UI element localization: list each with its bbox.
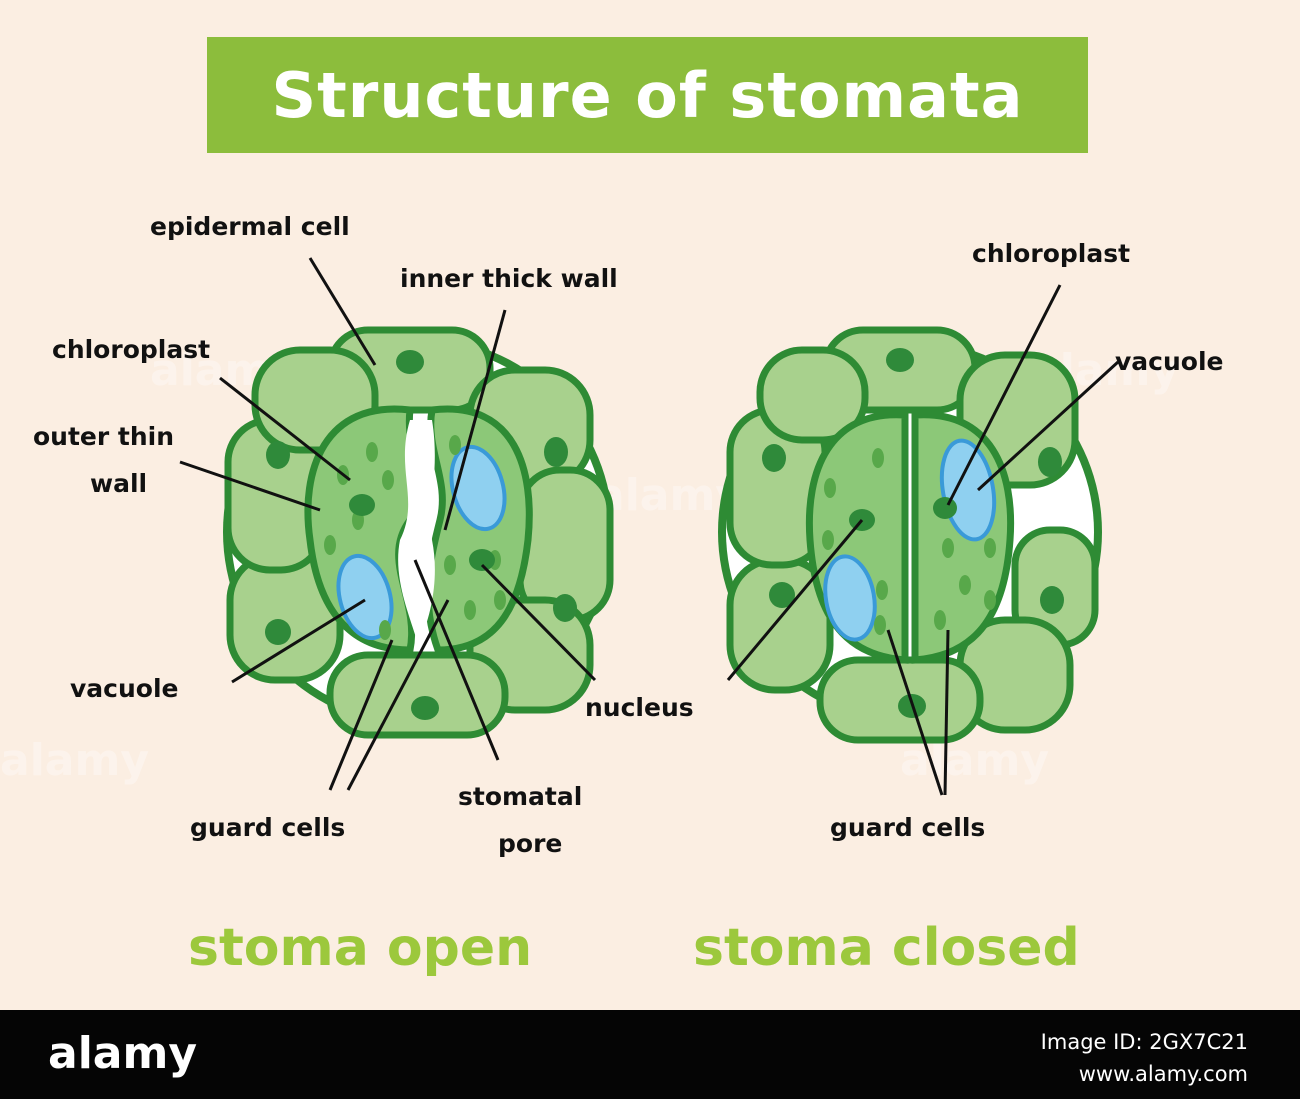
vacuole: [939, 438, 997, 542]
leader-line: [726, 519, 864, 681]
caption-stoma-closed: stoma closed: [693, 918, 1080, 978]
leader-line: [976, 360, 1120, 492]
chloroplast: [876, 580, 888, 600]
caption-stoma-open: stoma open: [188, 918, 532, 978]
nucleus: [762, 444, 786, 472]
vacuole: [336, 553, 394, 641]
chloroplast: [822, 530, 834, 550]
leader-line: [346, 599, 450, 791]
leader-line: [946, 284, 1062, 506]
nucleus: [769, 582, 795, 608]
nucleus: [266, 441, 290, 469]
leader-line: [480, 563, 597, 682]
leader-line: [179, 460, 321, 512]
nucleus: [396, 350, 424, 374]
chloroplast: [959, 575, 971, 595]
label-nucleus: nucleus: [585, 693, 694, 722]
chloroplast: [379, 620, 391, 640]
label-chloroplast: chloroplast: [52, 335, 210, 364]
chloroplast: [872, 448, 884, 468]
nucleus: [265, 619, 291, 645]
label-guard-cells: guard cells: [830, 813, 985, 842]
chloroplast: [366, 442, 378, 462]
leader-lines: [179, 257, 1120, 796]
label-vacuole: vacuole: [1115, 347, 1223, 376]
leader-line: [328, 639, 394, 791]
closed-stoma-labels: chloroplast vacuole guard cells: [830, 239, 1223, 842]
leader-line: [443, 309, 507, 531]
chloroplast: [464, 600, 476, 620]
chloroplast: [324, 535, 336, 555]
nucleus: [553, 594, 577, 622]
label-inner-thick-wall: inner thick wall: [400, 264, 618, 293]
open-stoma-labels: epidermal cell inner thick wall chloropl…: [33, 212, 694, 858]
label-vacuole: vacuole: [70, 674, 178, 703]
nucleus: [886, 348, 914, 372]
page-title: Structure of stomata: [271, 58, 1024, 132]
vacuole: [823, 554, 877, 642]
footer-logo: alamy: [48, 1028, 197, 1079]
title-banner: Structure of stomata: [207, 37, 1088, 153]
nucleus: [469, 549, 495, 571]
nucleus: [1038, 447, 1062, 477]
label-stomatal-pore: pore: [498, 829, 562, 858]
footer-image-id: Image ID: 2GX7C21: [1040, 1030, 1248, 1054]
nucleus: [349, 494, 375, 516]
nucleus: [933, 497, 957, 519]
chloroplast: [942, 538, 954, 558]
chloroplast: [382, 470, 394, 490]
watermark: alamy: [0, 735, 149, 786]
chloroplast: [874, 615, 886, 635]
closed-stoma-illustration: [718, 326, 1102, 744]
label-stomatal-pore: stomatal: [458, 782, 582, 811]
stock-footer: alamy Image ID: 2GX7C21 www.alamy.com: [0, 1010, 1300, 1099]
chloroplast: [984, 590, 996, 610]
leader-line: [219, 376, 351, 482]
chloroplast: [984, 538, 996, 558]
chloroplast: [824, 478, 836, 498]
footer-url: www.alamy.com: [1078, 1062, 1248, 1086]
epidermal-cell: [756, 346, 869, 444]
epidermal-nuclei: [265, 350, 577, 720]
leader-line: [886, 629, 944, 796]
label-outer-thin-wall: wall: [90, 469, 147, 498]
label-outer-thin-wall: outer thin: [33, 422, 174, 451]
epidermal-nuclei: [762, 348, 1064, 718]
nucleus: [544, 437, 568, 467]
stomata-diagram: alamy alamy alamy alamy alamy: [0, 212, 1223, 978]
chloroplast: [444, 555, 456, 575]
nucleus: [1040, 586, 1064, 614]
leader-line: [413, 559, 500, 761]
chloroplast: [494, 590, 506, 610]
leader-line: [231, 598, 366, 684]
nucleus: [411, 696, 439, 720]
label-guard-cells: guard cells: [190, 813, 345, 842]
epidermal-cells: [726, 326, 1099, 744]
chloroplasts: [822, 448, 996, 635]
label-chloroplast: chloroplast: [972, 239, 1130, 268]
chloroplast: [449, 435, 461, 455]
label-epidermal-cell: epidermal cell: [150, 212, 350, 241]
open-stoma-illustration: [223, 326, 614, 739]
leader-line: [308, 257, 377, 366]
leader-line: [943, 629, 950, 796]
chloroplast: [934, 610, 946, 630]
